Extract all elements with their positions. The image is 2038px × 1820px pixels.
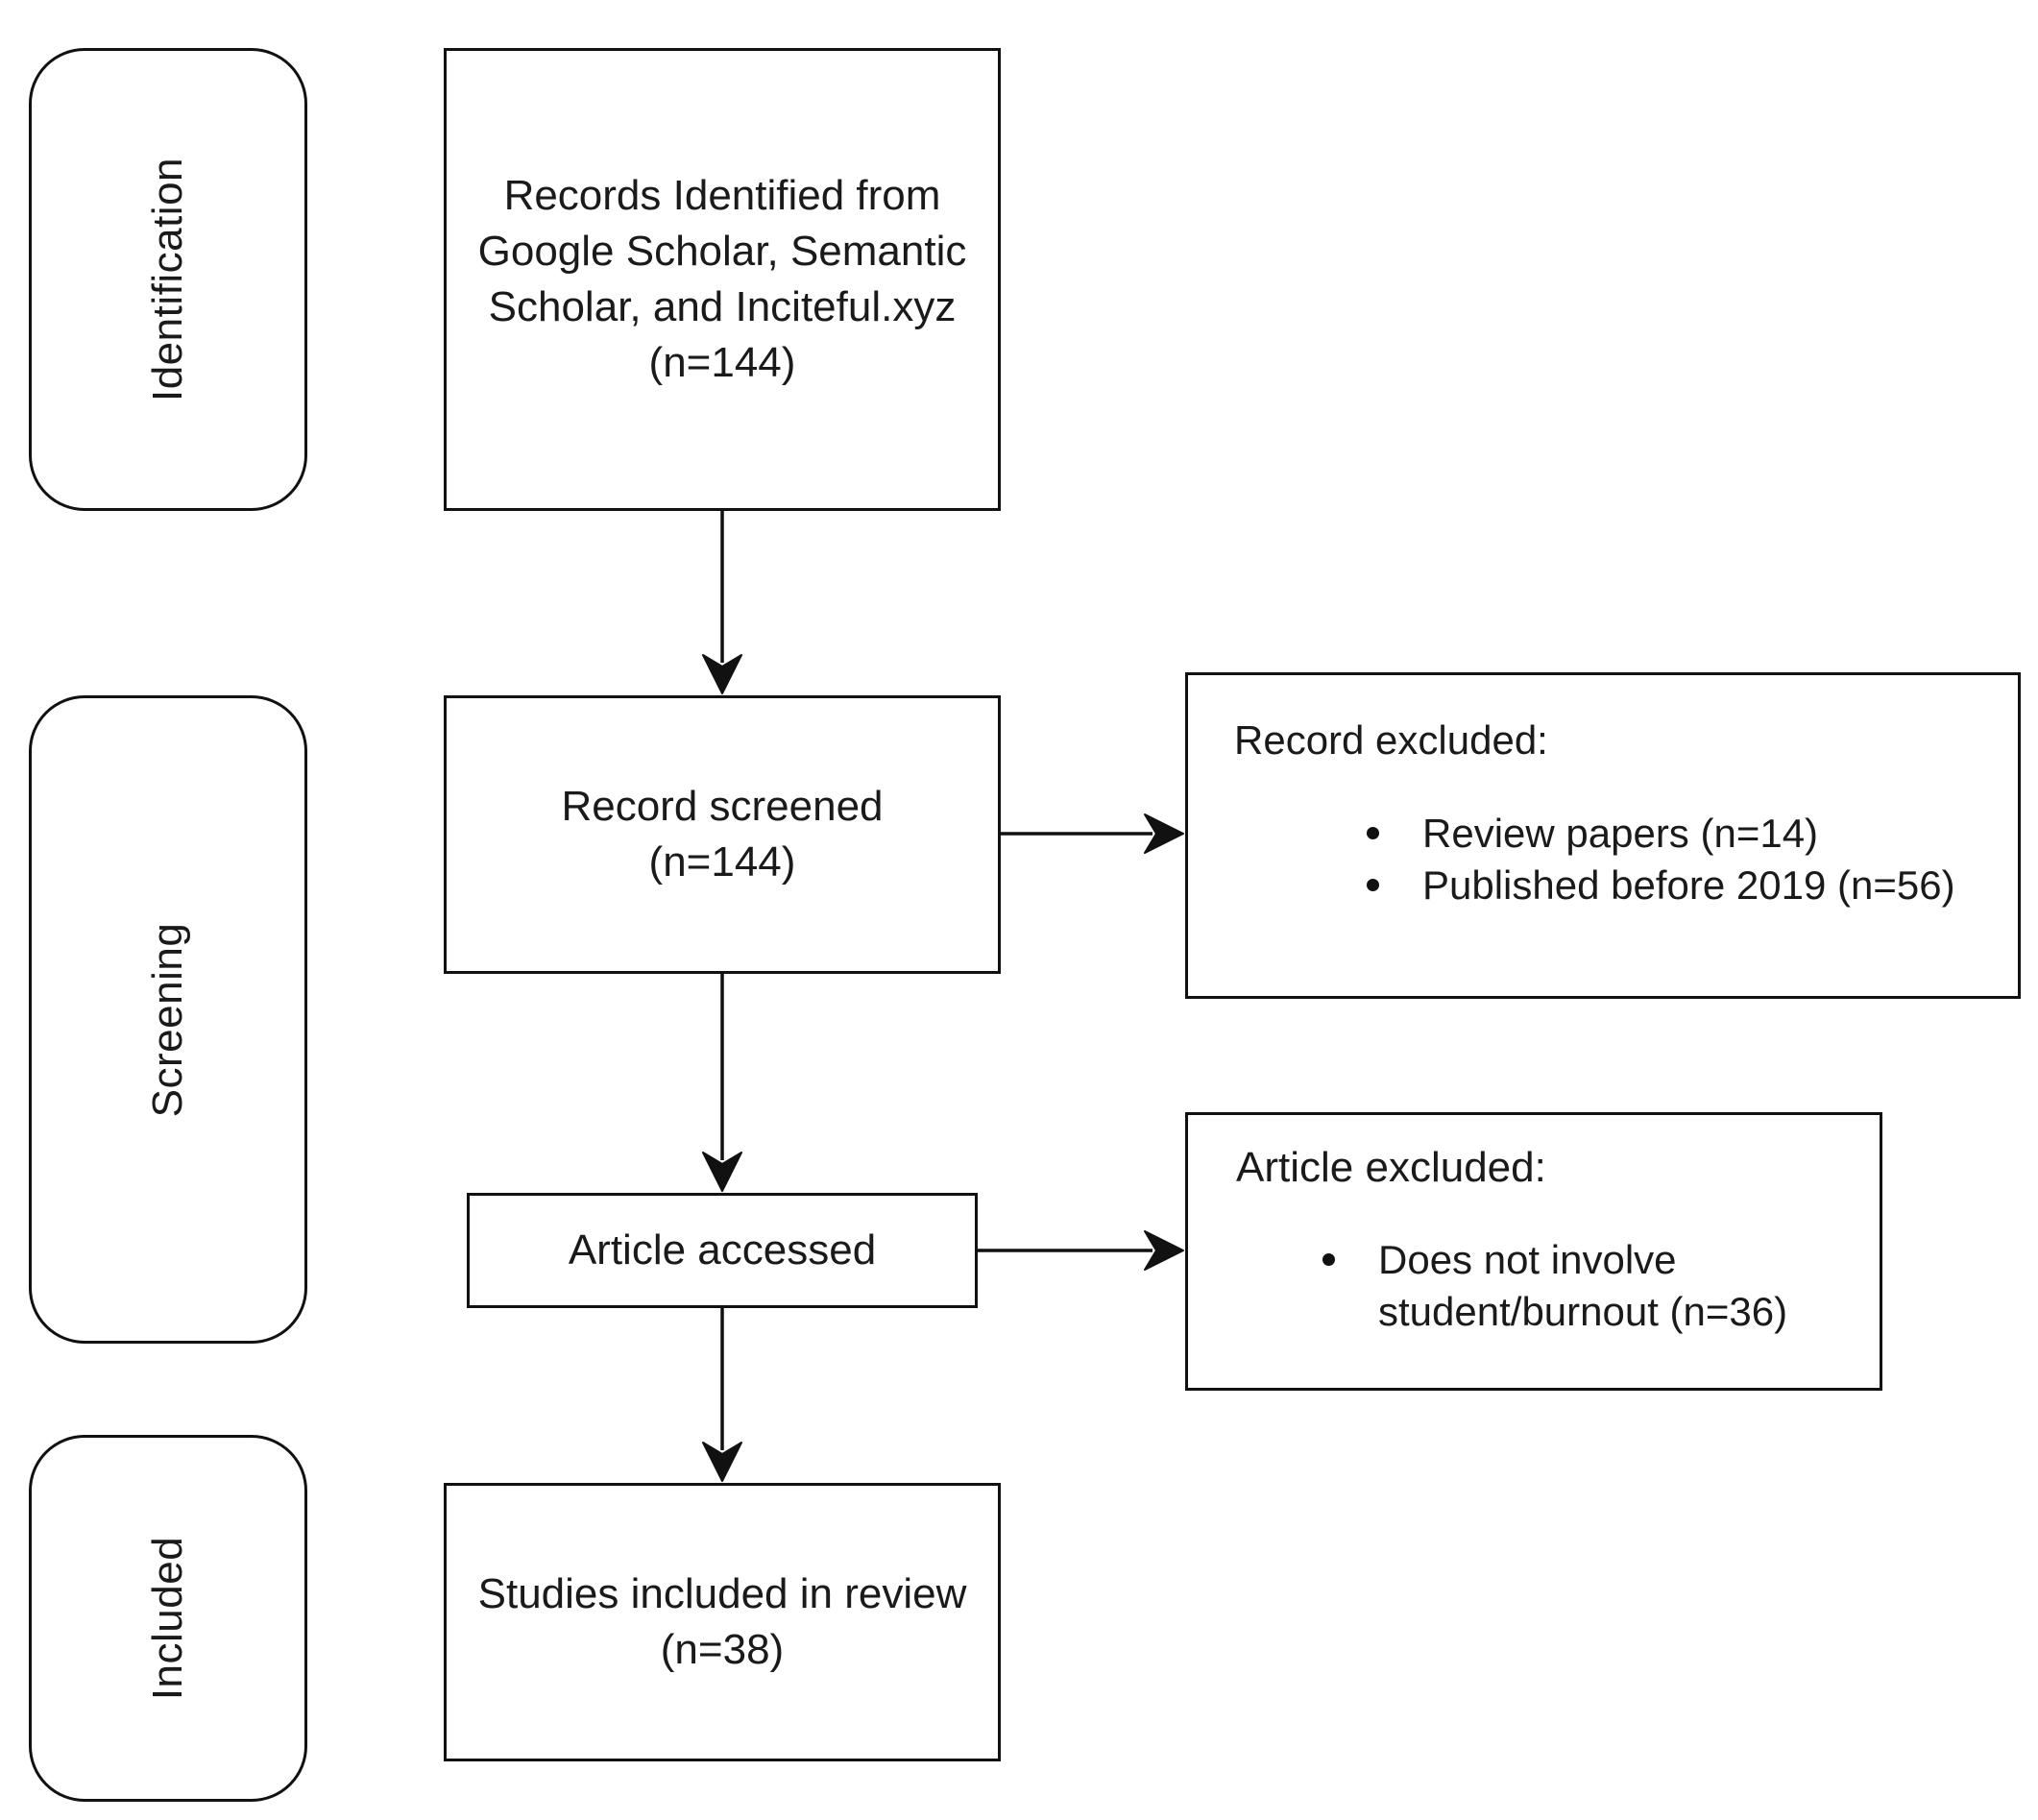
record-screened-text: Record screened (n=144) <box>447 779 998 890</box>
article-excluded-title: Article excluded: <box>1236 1144 1546 1191</box>
record-excluded-list: Review papers (n=14) Published before 20… <box>1367 808 1955 911</box>
records-identified-text: Records Identified from Google Scholar, … <box>447 168 998 391</box>
bullet-icon <box>1367 827 1379 839</box>
record-screened-label: Record screened <box>561 783 884 830</box>
article-accessed-text: Article accessed <box>470 1223 975 1278</box>
arrowhead-icon <box>1144 813 1184 854</box>
record-excluded-item: Review papers (n=14) <box>1367 808 1955 860</box>
arrowhead-icon <box>702 1152 742 1192</box>
arrowhead-icon <box>702 1442 742 1482</box>
record-excluded-box: Record excluded: Review papers (n=14) Pu… <box>1185 672 2021 999</box>
records-identified-count: (n=144) <box>648 339 796 386</box>
records-identified-line-1: Records Identified from <box>503 172 941 219</box>
studies-included-label: Studies included in review <box>477 1570 967 1617</box>
stage-screening: Screening <box>29 695 307 1344</box>
article-excluded-list: Does not involve student/burnout (n=36) <box>1322 1234 1787 1338</box>
article-accessed-box: Article accessed <box>467 1193 978 1308</box>
record-screened-box: Record screened (n=144) <box>444 695 1001 974</box>
article-excluded-item-line-1: Does not involve <box>1378 1237 1677 1282</box>
record-excluded-title: Record excluded: <box>1234 717 1548 763</box>
article-accessed-label: Article accessed <box>568 1226 877 1274</box>
studies-included-text: Studies included in review (n=38) <box>447 1566 998 1678</box>
article-excluded-box: Article excluded: Does not involve stude… <box>1185 1112 1882 1391</box>
bullet-icon <box>1367 879 1379 891</box>
stage-identification: Identification <box>29 48 307 511</box>
studies-included-count: (n=38) <box>660 1626 785 1673</box>
article-excluded-item: Does not involve student/burnout (n=36) <box>1322 1234 1787 1338</box>
article-excluded-item-line-2: student/burnout (n=36) <box>1378 1289 1788 1334</box>
record-excluded-item-text: Published before 2019 (n=56) <box>1422 862 1955 908</box>
records-identified-line-3: Scholar, and Inciteful.xyz <box>488 283 957 330</box>
bullet-icon <box>1322 1253 1335 1266</box>
records-identified-box: Records Identified from Google Scholar, … <box>444 48 1001 511</box>
record-excluded-item: Published before 2019 (n=56) <box>1367 860 1955 911</box>
studies-included-box: Studies included in review (n=38) <box>444 1483 1001 1761</box>
arrowhead-icon <box>1144 1230 1184 1271</box>
stage-included: Included <box>29 1435 307 1802</box>
arrowhead-icon <box>702 654 742 694</box>
record-excluded-item-text: Review papers (n=14) <box>1422 811 1819 856</box>
record-screened-count: (n=144) <box>648 838 796 886</box>
records-identified-line-2: Google Scholar, Semantic <box>477 228 967 275</box>
